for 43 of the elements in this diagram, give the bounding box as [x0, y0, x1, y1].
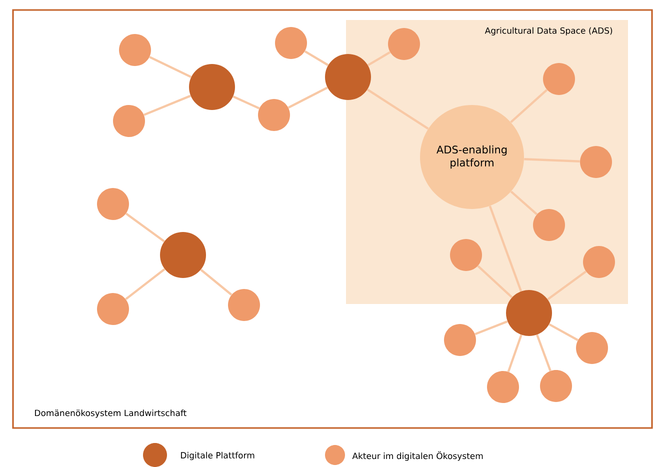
actor-circle — [275, 27, 307, 59]
actor-circle — [388, 28, 420, 60]
connector-line — [474, 320, 508, 336]
platform-circle — [506, 290, 552, 336]
connector-line — [200, 268, 232, 296]
legend-label: Digitale Plattform — [181, 452, 254, 460]
connector-line — [536, 334, 552, 372]
connector-line — [488, 206, 522, 292]
actor-circle — [540, 370, 572, 402]
actor-circle — [576, 332, 608, 364]
actor-circle — [580, 146, 612, 178]
connector-line — [366, 88, 429, 130]
connector-line — [547, 270, 587, 300]
connector-line — [144, 94, 191, 116]
actor-circle — [113, 105, 145, 137]
actor-circle — [450, 239, 482, 271]
connector-line — [125, 268, 166, 300]
actor-circle — [97, 188, 129, 220]
actor-circle — [533, 209, 565, 241]
connector-line — [125, 212, 165, 242]
connector-line — [304, 50, 329, 66]
legend-label: Akteur im digitalen Ökosystem — [352, 451, 483, 461]
connector-line — [507, 334, 522, 372]
connector-line — [232, 96, 260, 110]
connector-line — [510, 89, 548, 123]
actor-circle — [543, 63, 575, 95]
actor-circle — [258, 99, 290, 131]
connector-line — [524, 158, 580, 162]
connector-line — [548, 323, 578, 342]
actor-circle — [97, 293, 129, 325]
actor-circle — [444, 324, 476, 356]
platform-circle — [325, 54, 371, 100]
connector-line — [510, 190, 538, 216]
actor-circle — [119, 34, 151, 66]
actor-circle — [228, 289, 260, 321]
platform-circle — [189, 64, 235, 110]
connector-line — [477, 265, 513, 298]
connector-line — [288, 86, 328, 109]
actor-circle — [583, 246, 615, 278]
platform-circle — [160, 232, 206, 278]
actor-circle — [487, 371, 519, 403]
connector-line — [367, 51, 391, 66]
connector-line — [149, 56, 192, 78]
